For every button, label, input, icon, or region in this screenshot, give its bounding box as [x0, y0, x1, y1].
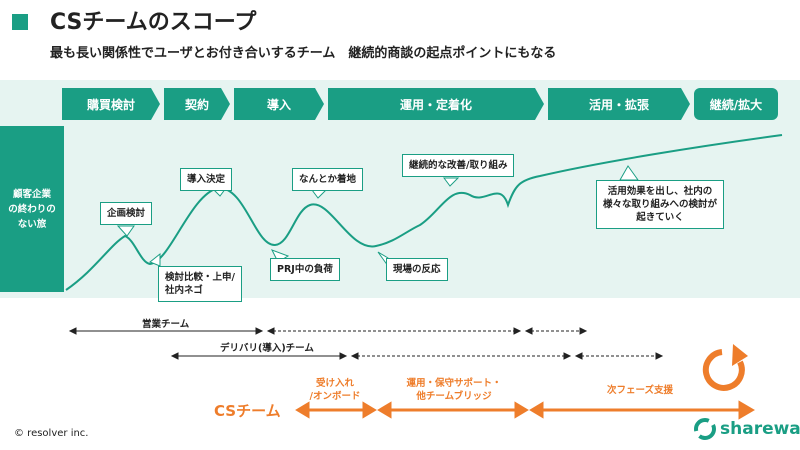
journey-side-panel: 顧客企業 の終わりの ない旅 [0, 126, 64, 292]
cs-support-label: 運用・保守サポート・ 他チームブリッジ [406, 378, 502, 402]
cs-next-phase-label: 次フェーズ支援 [606, 385, 674, 396]
callout-decision: 導入決定 [180, 168, 233, 191]
cycle-icon [702, 344, 748, 391]
phase-continuation: 継続/拡大 [694, 88, 778, 120]
delivery-team-label: デリバリ(導入)チーム [220, 343, 314, 354]
callout-field-reaction: 現場の反応 [386, 258, 448, 281]
title-marker [12, 14, 28, 30]
callout-prj-load: PRJ中の負荷 [270, 258, 340, 281]
callout-continuous-improvement: 継続的な改善/取り組み [402, 154, 515, 177]
callout-utilization-effect: 活用効果を出し、社内の 様々な取り組みへの検討が 起きていく [596, 180, 725, 229]
page-title: CSチームのスコープ [50, 10, 257, 35]
phase-purchase-review: 購買検討 [62, 88, 160, 120]
cs-onboard-label: 受け入れ /オンボード [309, 378, 361, 402]
callout-landing: なんとか着地 [292, 168, 364, 191]
copyright: © resolver inc. [14, 428, 89, 439]
page-subtitle: 最も長い関係性でユーザとお付き合いするチーム 継続的商談の起点ポイントにもなる [50, 46, 557, 61]
phase-introduction: 導入 [234, 88, 324, 120]
sales-team-label: 営業チーム [142, 319, 190, 330]
phase-utilization: 活用・拡張 [548, 88, 690, 120]
logo-icon [694, 418, 716, 440]
phase-operation: 運用・定着化 [328, 88, 544, 120]
phase-contract: 契約 [164, 88, 230, 120]
brand-logo: shareware [694, 418, 800, 440]
brand-name: shareware [720, 419, 800, 439]
callout-planning: 企画検討 [100, 202, 153, 225]
callout-comparison: 検討比較・上申/ 社内ネゴ [158, 266, 242, 302]
cs-team-title: CSチーム [214, 402, 281, 420]
journey-label: 顧客企業 の終わりの ない旅 [8, 188, 56, 230]
